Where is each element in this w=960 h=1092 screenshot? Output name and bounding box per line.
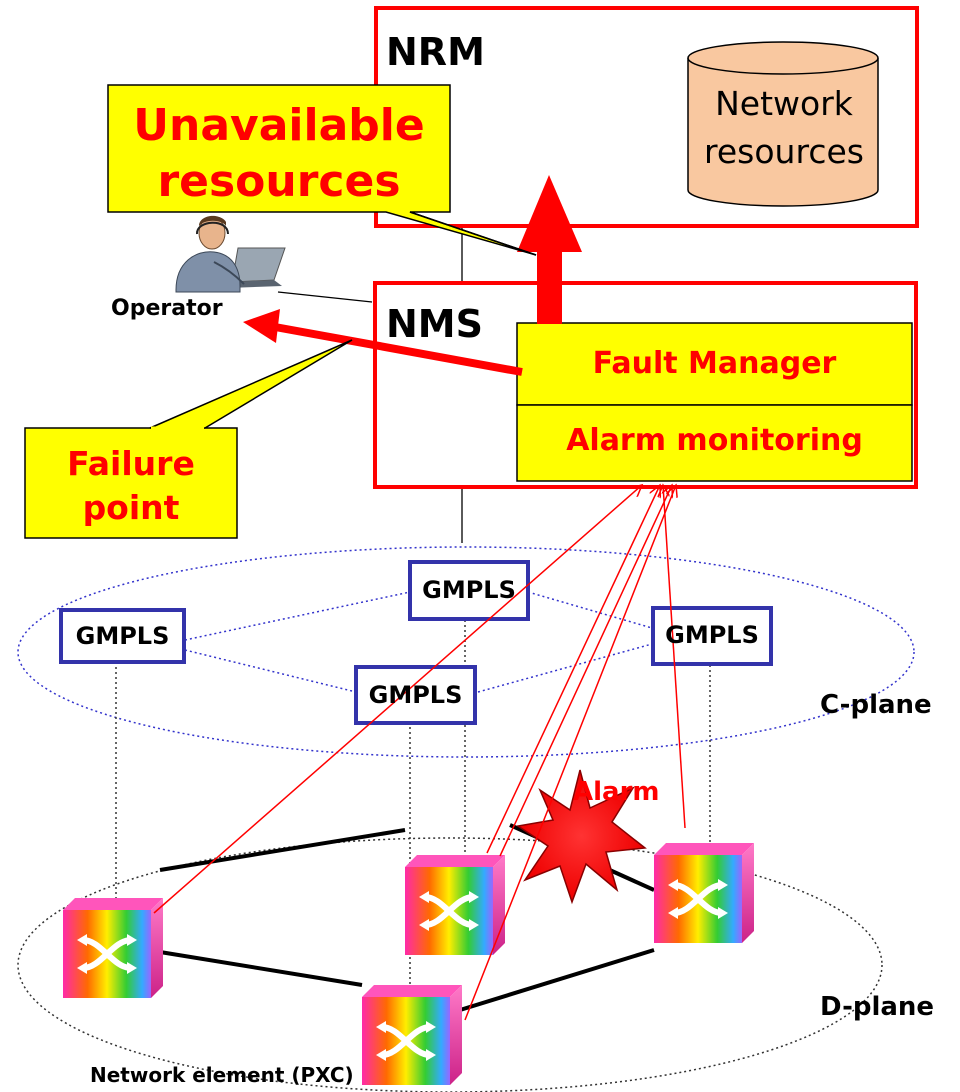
alarm-arrows: [153, 485, 686, 1021]
unavailable-line1: Unavailable: [133, 100, 425, 151]
failure-point-text: Failure point: [25, 442, 237, 530]
operator-label: Operator: [111, 296, 223, 321]
unavailable-callout: [107, 84, 537, 256]
gmpls-label-3: GMPLS: [665, 621, 759, 649]
network-resources-line1: Network: [715, 84, 853, 123]
network-resources-line2: resources: [704, 132, 864, 171]
unavailable-resources-text: Unavailable resources: [108, 98, 450, 210]
alarm-label: Alarm: [573, 777, 660, 807]
alarm-monitoring-label: Alarm monitoring: [566, 423, 863, 458]
pxc-element-1: [63, 898, 163, 998]
gmpls-mesh-links: [184, 591, 653, 693]
fault-manager-label: Fault Manager: [592, 346, 837, 381]
failure-point-callout: [24, 339, 353, 539]
pxc-element-4: [654, 843, 754, 943]
nrm-title: NRM: [386, 30, 485, 74]
alarm-monitoring-box: [516, 404, 913, 482]
plane-connector-lines: [115, 620, 711, 1030]
unavailable-resources-arrow: [517, 175, 582, 324]
gmpls-label-2: GMPLS: [75, 622, 170, 650]
gmpls-label-1: GMPLS: [422, 576, 516, 604]
operator-person-icon: [175, 215, 286, 293]
failure-line2: point: [82, 488, 180, 527]
gmpls-node-2: [59, 608, 186, 664]
gmpls-node-4: [354, 665, 477, 725]
gmpls-node-1: [408, 560, 530, 621]
network-element-caption: Network element (PXC): [90, 1063, 354, 1087]
network-resources-label: Network resources: [686, 80, 882, 176]
unavailable-line2: resources: [157, 156, 401, 207]
management-connector-lines: [277, 228, 463, 543]
gmpls-label-4: GMPLS: [368, 681, 463, 709]
c-plane-label: C-plane: [820, 690, 932, 720]
d-plane-label: D-plane: [820, 992, 935, 1022]
c-plane-ellipse: [17, 546, 915, 758]
database-cylinder-icon: [687, 41, 879, 207]
failure-report-arrow: [243, 309, 523, 376]
failure-line1: Failure: [67, 444, 195, 483]
fault-manager-box: [516, 322, 913, 406]
pxc-element-2: [405, 855, 505, 955]
fault-burst-icon: [516, 769, 647, 905]
d-plane-ellipse: [17, 837, 883, 1092]
pxc-element-3: [362, 985, 462, 1085]
nms-title: NMS: [386, 302, 483, 346]
